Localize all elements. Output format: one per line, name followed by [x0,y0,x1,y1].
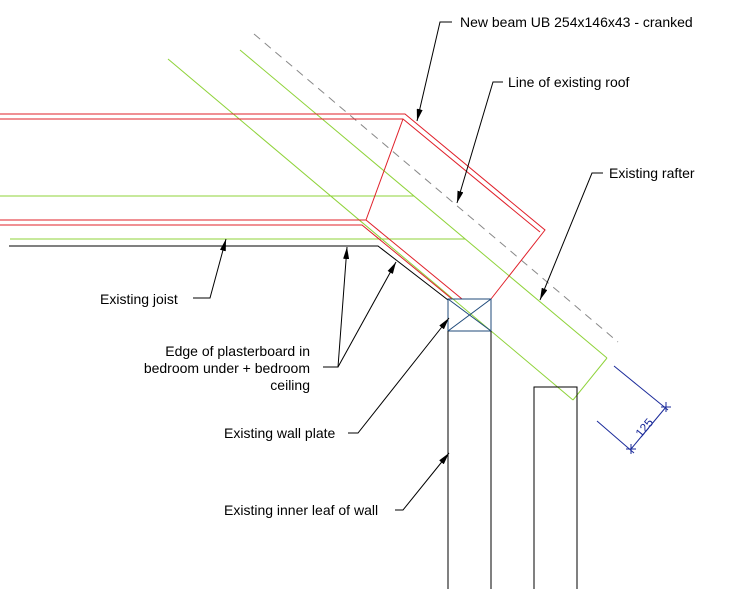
existing-joist [0,195,465,240]
existing-rafter [167,49,608,401]
existing-roof-line [253,33,619,343]
label-inner-leaf: Existing inner leaf of wall [224,502,378,518]
label-plasterboard-2: bedroom under + bedroom [144,360,310,376]
label-existing-roof: Line of existing roof [508,74,630,90]
dimension-value: 125 [633,415,657,440]
label-new-beam: New beam UB 254x146x43 - cranked [460,14,693,30]
label-wall-plate: Existing wall plate [224,425,335,441]
label-existing-rafter: Existing rafter [609,165,695,181]
plasterboard-edge [9,245,449,301]
label-plasterboard-1: Edge of plasterboard in [165,343,310,359]
new-cranked-beam [0,113,546,300]
outer-leaf-wall [533,386,578,589]
label-plasterboard-3: ceiling [270,377,310,393]
leaders [193,21,603,511]
dimension-125: 125 [596,365,671,454]
label-existing-joist: Existing joist [100,291,178,307]
wall-plate [447,298,492,332]
